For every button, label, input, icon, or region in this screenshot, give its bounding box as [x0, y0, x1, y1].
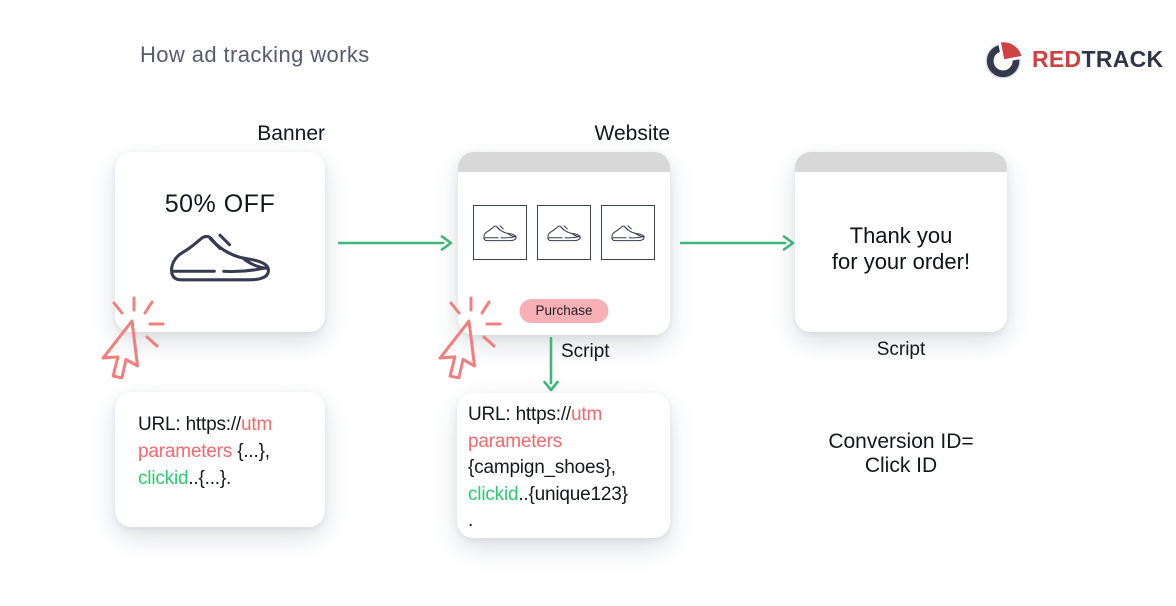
banner-card[interactable]: 50% OFF	[115, 152, 325, 332]
url-text: URL: https://	[138, 414, 241, 435]
offer-text: 50% OFF	[164, 190, 276, 218]
logo-text-red: RED	[1032, 45, 1082, 72]
redtrack-ring-icon	[985, 39, 1025, 79]
url-line: parameters {...},	[138, 438, 315, 465]
url-text: .	[468, 510, 474, 531]
product-thumbnail[interactable]	[473, 205, 527, 260]
script-label: Script	[876, 339, 926, 360]
utm-highlight: utm	[241, 414, 273, 435]
sneaker-icon	[547, 224, 581, 241]
url-text: URL: https://	[468, 404, 571, 425]
arrow-right-icon	[680, 235, 795, 251]
window-titlebar	[458, 152, 670, 172]
url-text: {...},	[232, 441, 270, 462]
conversion-line2: Click ID	[864, 454, 938, 478]
url-line: URL: https://utm	[468, 402, 662, 429]
utm-highlight: utm	[571, 404, 603, 425]
thankyou-message: Thank you for your order!	[832, 209, 970, 275]
conversion-line1: Conversion ID=	[828, 430, 974, 453]
clickid-highlight: clickid	[138, 468, 189, 489]
website-url-box: URL: https://utm parameters {campign_sho…	[457, 393, 670, 538]
conversion-note: Conversion ID= Click ID	[795, 430, 1007, 478]
url-line: .	[468, 508, 662, 535]
website-card: Purchase	[458, 152, 670, 335]
banner-url-box: URL: https://utm parameters {...}, click…	[115, 392, 325, 527]
url-line: URL: https://utm	[138, 411, 315, 438]
product-thumbnail[interactable]	[601, 205, 655, 260]
thankyou-line2: for your order!	[831, 249, 971, 274]
url-text: ..{...}.	[188, 468, 232, 489]
page-title: How ad tracking works	[140, 42, 370, 67]
arrow-down-icon	[543, 337, 559, 392]
cursor-click-icon	[96, 296, 165, 385]
url-line: clickid..{...}.	[138, 465, 315, 492]
url-line: parameters	[468, 429, 662, 456]
window-titlebar	[795, 152, 1007, 172]
thankyou-line1: Thank you	[849, 223, 953, 249]
sneaker-icon	[170, 233, 270, 282]
redtrack-logo: REDTRACK	[984, 37, 1163, 81]
url-line: {campign_shoes},	[468, 455, 662, 482]
sneaker-icon	[611, 224, 645, 241]
product-grid	[458, 205, 670, 260]
utm-highlight: parameters	[468, 430, 563, 452]
clickid-highlight: clickid	[468, 483, 519, 505]
script-label: Script	[561, 341, 610, 362]
website-label: Website	[594, 122, 670, 145]
thankyou-card: Thank you for your order!	[795, 152, 1007, 332]
product-thumbnail[interactable]	[537, 205, 591, 260]
url-text: ..{unique123}	[518, 483, 628, 505]
banner-label: Banner	[257, 122, 325, 145]
url-line: clickid..{unique123}	[468, 482, 662, 509]
utm-highlight: parameters	[138, 441, 233, 462]
redtrack-logo-text: REDTRACK	[1032, 46, 1163, 73]
purchase-button[interactable]: Purchase	[519, 299, 609, 323]
cursor-click-icon	[433, 296, 502, 385]
arrow-right-icon	[338, 235, 453, 251]
url-text: {campign_shoes},	[468, 457, 616, 478]
logo-text-track: TRACK	[1081, 45, 1164, 72]
sneaker-icon	[483, 224, 517, 241]
